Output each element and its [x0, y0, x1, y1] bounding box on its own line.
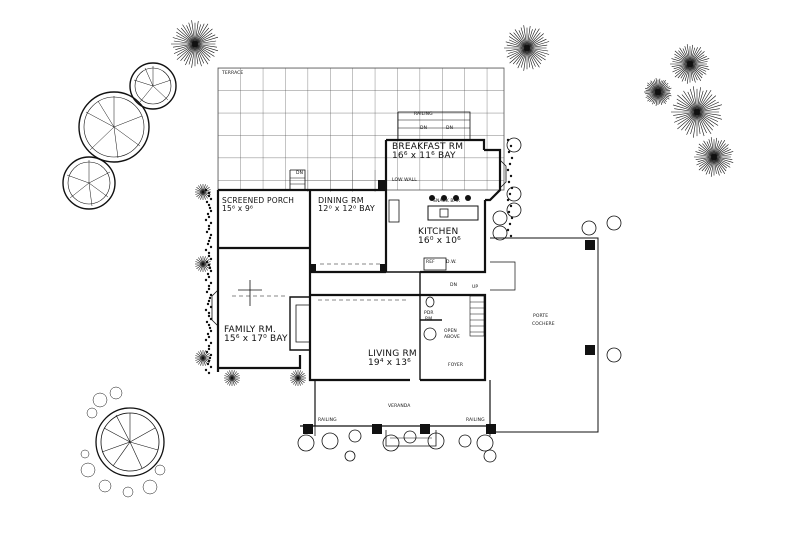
- low-wall-label: LOW WALL: [392, 178, 417, 183]
- snack-bar-label: SNACK BAR: [433, 199, 460, 204]
- shrubs: [297, 137, 622, 463]
- powder-room-label-2: RM: [425, 317, 433, 322]
- family-room-dims: 15⁶ x 17⁰ BAY: [224, 334, 288, 345]
- house-walls: [211, 111, 599, 447]
- dining-room-label: DINING RM 12⁰ x 12⁰ BAY: [318, 196, 375, 214]
- open-above-label-2: ABOVE: [444, 335, 460, 340]
- veranda-label: VERANDA: [388, 404, 411, 409]
- kitchen-dims: 16⁰ x 10⁶: [418, 236, 461, 247]
- stair-dn-label-1: DN: [420, 126, 428, 131]
- screened-porch-label: SCREENED PORCH 15⁶ x 9⁶: [222, 197, 294, 213]
- tree-group-left: [62, 62, 177, 210]
- railing-right-label: RAILING: [466, 418, 485, 423]
- dw-label: D.W.: [446, 260, 457, 265]
- open-above-label-1: OPEN: [444, 329, 457, 334]
- starburst-trees: [171, 20, 734, 177]
- living-room-label: LIVING RM 19⁴ x 13⁶: [368, 349, 417, 369]
- stair-up-label: UP: [472, 285, 479, 290]
- stair-dn-label-3: DN: [296, 171, 304, 176]
- gazebo: [80, 386, 166, 498]
- breakfast-room-name: BREAKFAST RM: [392, 142, 464, 152]
- porte-label: PORTE: [533, 314, 549, 319]
- screened-porch-dims: 15⁶ x 9⁶: [222, 203, 254, 213]
- dining-room-dims: 12⁰ x 12⁰ BAY: [318, 204, 375, 214]
- family-room-name: FAMILY RM.: [224, 325, 276, 335]
- breakfast-room-dims: 16⁶ x 11⁶ BAY: [392, 151, 456, 162]
- powder-room-label-1: PDR: [424, 311, 434, 316]
- foyer-label: FOYER: [448, 363, 464, 368]
- stair-dn-label-2: DN: [446, 126, 454, 131]
- railing-left-label: RAILING: [318, 418, 337, 423]
- terrace-label: TERRACE: [222, 71, 244, 76]
- breakfast-room-label: BREAKFAST RM 16⁶ x 11⁶ BAY: [392, 142, 464, 162]
- railing-top-label: RAILING: [414, 112, 433, 117]
- kitchen-label: KITCHEN 16⁰ x 10⁶: [418, 227, 461, 247]
- screened-porch-name: SCREENED PORCH: [222, 196, 295, 205]
- living-room-name: LIVING RM: [368, 349, 417, 359]
- kitchen-name: KITCHEN: [418, 227, 459, 237]
- family-room-label: FAMILY RM. 15⁶ x 17⁰ BAY: [224, 325, 288, 345]
- stair-dn-label-4: DN: [450, 283, 458, 288]
- columns: [303, 180, 595, 434]
- shrub-hatch: [195, 138, 514, 386]
- living-room-dims: 19⁴ x 13⁶: [368, 358, 411, 369]
- ref-label: REF: [426, 260, 435, 265]
- terrace: [217, 67, 505, 192]
- kitchen-fixtures: [429, 195, 471, 201]
- cochere-label: COCHERE: [532, 322, 555, 327]
- dining-room-name: DINING RM: [318, 196, 364, 205]
